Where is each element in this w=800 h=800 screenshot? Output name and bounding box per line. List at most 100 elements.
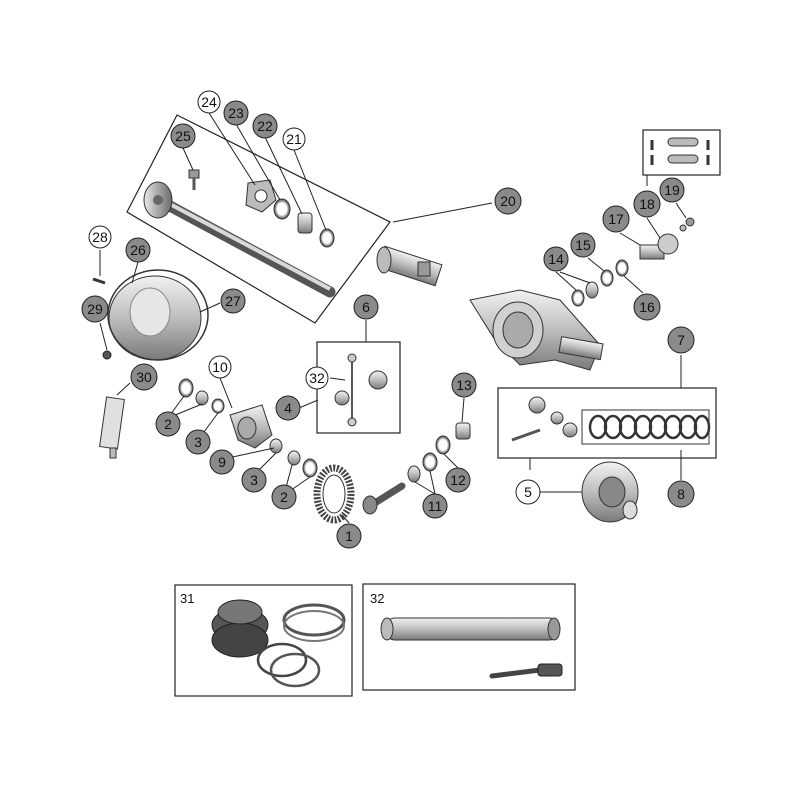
- callout-2-lower: 2: [271, 484, 297, 510]
- differential-cover: [108, 275, 202, 361]
- svg-text:9: 9: [218, 454, 226, 470]
- pinion-bearings: [407, 435, 451, 483]
- cover-gasket: [107, 269, 209, 361]
- svg-text:2: 2: [164, 416, 172, 432]
- callout-12: 12: [445, 467, 471, 493]
- callout-6: 6: [353, 294, 379, 320]
- callout-2-upper: 2: [155, 411, 181, 437]
- callout-28: 28: [88, 225, 112, 249]
- axle-seal: [273, 198, 291, 220]
- callout-32: 32: [305, 366, 329, 390]
- svg-text:3: 3: [194, 434, 202, 450]
- callout-4: 4: [275, 395, 301, 421]
- retainer-plate: [245, 179, 277, 213]
- callout-21: 21: [282, 127, 306, 151]
- callout-15: 15: [570, 232, 596, 258]
- pinion-spacer: [455, 422, 471, 440]
- bearing-retainer-ring: [319, 228, 335, 248]
- callout-26: 26: [125, 237, 151, 263]
- pinion-nut: [679, 217, 695, 232]
- axle-shaft: [143, 181, 336, 298]
- callout-13: 13: [451, 372, 477, 398]
- svg-text:2: 2: [280, 489, 288, 505]
- callout-1: 1: [336, 523, 362, 549]
- callout-18: 18: [633, 190, 661, 218]
- svg-text:8: 8: [677, 486, 685, 502]
- svg-text:7: 7: [677, 332, 685, 348]
- callout-29: 29: [81, 295, 109, 323]
- wheel-stud: [188, 169, 200, 190]
- axle-housing: [469, 289, 604, 371]
- svg-text:16: 16: [639, 299, 655, 315]
- pinion-seal-washers: [571, 259, 629, 307]
- axle-tube: [376, 245, 443, 287]
- svg-text:24: 24: [201, 94, 217, 110]
- callout-23: 23: [223, 100, 249, 126]
- svg-text:19: 19: [664, 182, 680, 198]
- callout-3-lower: 3: [241, 467, 267, 493]
- callout-22: 22: [252, 113, 278, 139]
- svg-text:27: 27: [225, 293, 241, 309]
- callout-16: 16: [633, 293, 661, 321]
- svg-text:4: 4: [284, 400, 292, 416]
- svg-text:17: 17: [608, 211, 624, 227]
- svg-text:30: 30: [136, 369, 152, 385]
- svg-text:12: 12: [450, 472, 466, 488]
- svg-text:32: 32: [309, 370, 325, 386]
- callout-3-upper: 3: [185, 429, 211, 455]
- callout-19: 19: [659, 177, 685, 203]
- svg-text:14: 14: [548, 251, 564, 267]
- locker-kit-frame: [497, 387, 717, 459]
- svg-text:13: 13: [456, 377, 472, 393]
- ring-gear: [313, 464, 355, 524]
- callouts: 25 24 23 22 21 20 28 26 27 29 30 6 32 4 …: [81, 90, 695, 549]
- pinion-gear: [362, 482, 406, 515]
- svg-text:10: 10: [212, 359, 228, 375]
- svg-text:18: 18: [639, 196, 655, 212]
- callout-20: 20: [494, 187, 522, 215]
- inset-31-shim-kit: 31: [174, 584, 353, 697]
- fill-plug: [102, 350, 112, 360]
- callout-17: 17: [602, 205, 630, 233]
- callout-10: 10: [208, 355, 232, 379]
- svg-text:5: 5: [524, 484, 532, 500]
- svg-text:20: 20: [500, 193, 516, 209]
- svg-text:1: 1: [345, 528, 353, 544]
- svg-text:6: 6: [362, 299, 370, 315]
- callout-25: 25: [170, 123, 196, 149]
- svg-text:28: 28: [92, 229, 108, 245]
- spider-gear-kit-frame: [316, 341, 401, 434]
- callout-11: 11: [422, 493, 448, 519]
- callout-30: 30: [130, 363, 158, 391]
- locking-differential: [581, 461, 639, 523]
- svg-text:21: 21: [286, 131, 302, 147]
- carrier-bearings: [178, 378, 318, 478]
- cover-bolt: [92, 277, 106, 285]
- pinion-yoke: [639, 233, 679, 260]
- svg-text:22: 22: [257, 118, 273, 134]
- svg-text:15: 15: [575, 237, 591, 253]
- differential-case: [229, 404, 273, 449]
- callout-14: 14: [543, 246, 569, 272]
- callout-27: 27: [220, 288, 246, 314]
- callout-24: 24: [197, 90, 221, 114]
- sealant-tube: [99, 396, 125, 459]
- svg-text:26: 26: [130, 242, 146, 258]
- callout-8: 8: [667, 480, 695, 508]
- svg-text:31: 31: [180, 591, 194, 606]
- inset-32-cross-pin: 32: [362, 583, 576, 691]
- svg-text:23: 23: [228, 105, 244, 121]
- svg-text:25: 25: [175, 128, 191, 144]
- axle-shaft-group-frame: [126, 114, 391, 324]
- svg-text:32: 32: [370, 591, 384, 606]
- svg-text:3: 3: [250, 472, 258, 488]
- u-joint-strap-frame: [642, 129, 721, 176]
- callout-7: 7: [667, 326, 695, 354]
- callout-9: 9: [209, 449, 235, 475]
- clutch-disc-pack: [581, 409, 711, 445]
- svg-text:29: 29: [87, 301, 103, 317]
- callout-5: 5: [515, 479, 541, 505]
- axle-bearing: [297, 212, 313, 234]
- svg-text:11: 11: [428, 498, 443, 514]
